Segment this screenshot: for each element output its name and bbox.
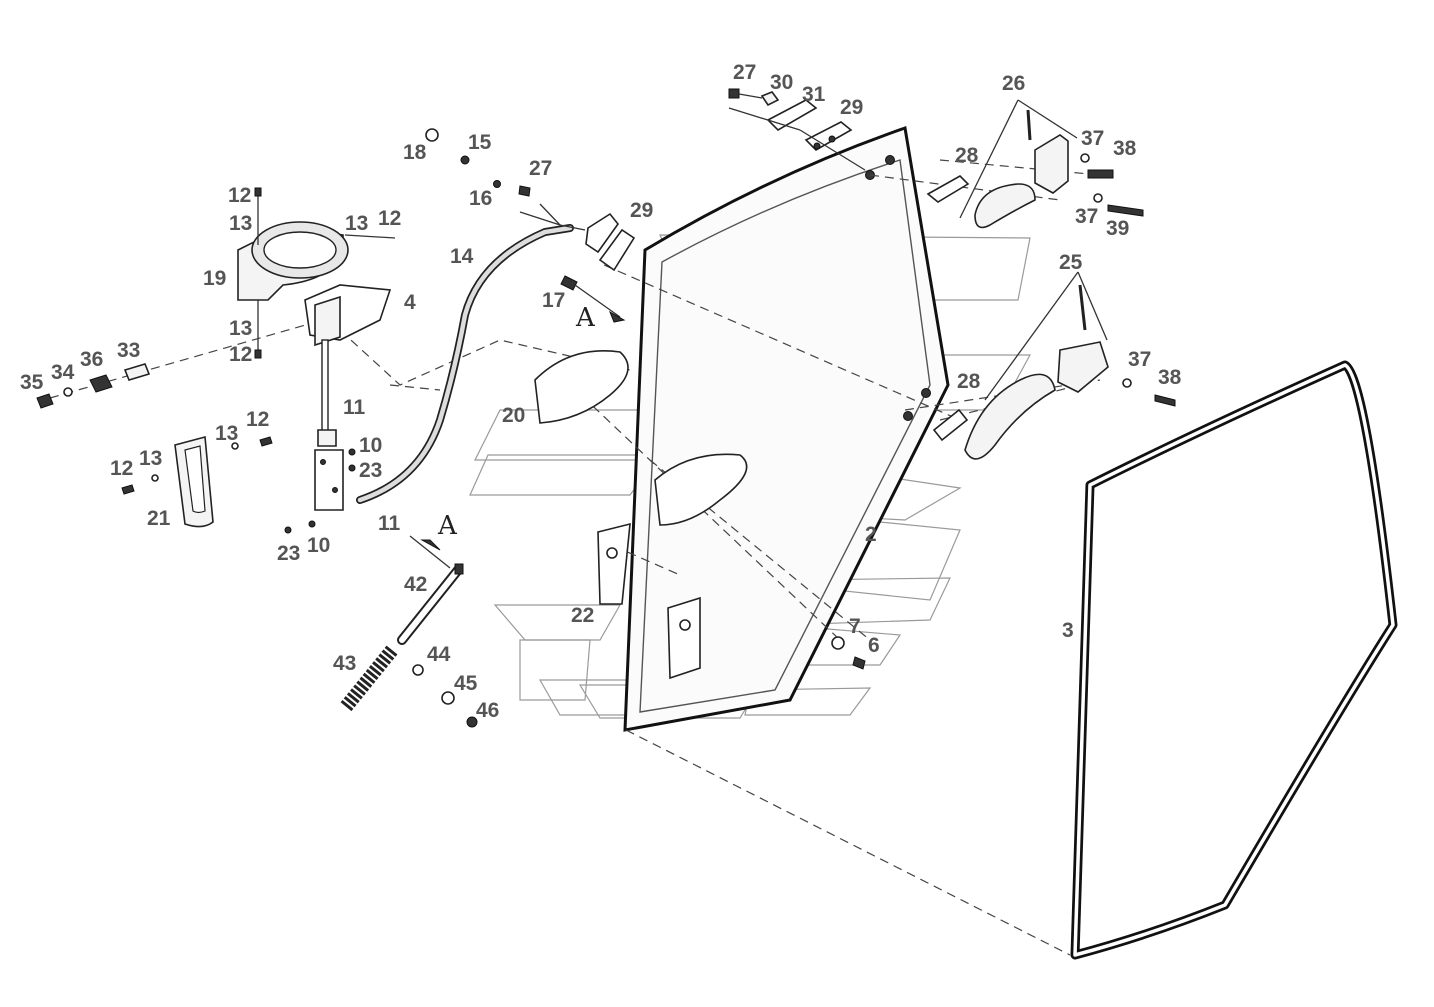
callout-label-10b: 10 bbox=[307, 534, 331, 557]
callout-label-10a: 10 bbox=[359, 434, 383, 457]
callout-label-13e: 13 bbox=[139, 447, 163, 470]
callout-label-15: 15 bbox=[468, 131, 492, 154]
callout-label-37c: 37 bbox=[1128, 348, 1152, 371]
callout-label-33: 33 bbox=[117, 339, 141, 362]
gas-strut bbox=[339, 535, 478, 728]
callout-label-25: 25 bbox=[1059, 251, 1083, 274]
callout-label-11a: 11 bbox=[343, 396, 366, 419]
callout-label-39: 39 bbox=[1106, 217, 1130, 240]
callout-label-6: 6 bbox=[868, 634, 880, 657]
callout-label-38b: 38 bbox=[1158, 366, 1182, 389]
lock-cylinder bbox=[36, 363, 151, 409]
callout-label-29a: 29 bbox=[840, 96, 864, 119]
outer-handle bbox=[121, 435, 273, 528]
section-view-marker-sec-a-top: A bbox=[576, 303, 595, 333]
door-glass-panel bbox=[623, 125, 950, 732]
callout-label-17: 17 bbox=[542, 289, 566, 312]
callout-label-29b: 29 bbox=[630, 199, 654, 222]
callout-label-14: 14 bbox=[450, 245, 474, 268]
callout-label-35: 35 bbox=[20, 371, 44, 394]
callout-label-12c: 12 bbox=[229, 343, 253, 366]
callout-label-26: 26 bbox=[1002, 72, 1026, 95]
callout-label-36: 36 bbox=[80, 348, 104, 371]
callout-label-12d: 12 bbox=[246, 408, 270, 431]
callout-label-27b: 27 bbox=[529, 157, 553, 180]
upper-hinge-bracket bbox=[728, 88, 1144, 229]
callout-label-12a: 12 bbox=[228, 184, 252, 207]
callout-label-3: 3 bbox=[1062, 619, 1074, 642]
callout-label-23a: 23 bbox=[359, 459, 383, 482]
latch-rod-assembly bbox=[284, 339, 356, 534]
callout-label-12e: 12 bbox=[110, 457, 134, 480]
dashed-leader-lines bbox=[49, 159, 1101, 956]
callout-label-7: 7 bbox=[849, 615, 861, 638]
callout-label-37b: 37 bbox=[1075, 205, 1099, 228]
callout-label-46: 46 bbox=[476, 699, 500, 722]
section-view-marker-sec-a-bottom: A bbox=[438, 511, 457, 541]
callout-label-28a: 28 bbox=[955, 144, 979, 167]
door-seal-gasket bbox=[1070, 360, 1398, 960]
inner-handle-and-lock bbox=[237, 187, 396, 359]
lower-hinge-bracket bbox=[932, 271, 1176, 460]
callout-label-13b: 13 bbox=[345, 212, 369, 235]
callout-label-21: 21 bbox=[147, 507, 171, 530]
callout-label-19: 19 bbox=[203, 267, 227, 290]
callout-label-44: 44 bbox=[427, 643, 451, 666]
callout-label-11b: 11 bbox=[378, 512, 401, 535]
callout-label-13c: 13 bbox=[229, 317, 253, 340]
callout-label-18: 18 bbox=[403, 141, 427, 164]
callout-label-42: 42 bbox=[404, 573, 428, 596]
callout-label-43: 43 bbox=[333, 652, 357, 675]
callout-label-37a: 37 bbox=[1081, 127, 1105, 150]
callout-label-13a: 13 bbox=[229, 212, 253, 235]
callout-label-4: 4 bbox=[404, 291, 416, 314]
callout-label-30: 30 bbox=[770, 71, 794, 94]
callout-label-16: 16 bbox=[469, 187, 493, 210]
callout-label-28b: 28 bbox=[957, 370, 981, 393]
callout-label-20: 20 bbox=[502, 404, 526, 427]
callout-label-23b: 23 bbox=[277, 542, 301, 565]
release-cable bbox=[356, 128, 636, 504]
callout-label-27a: 27 bbox=[733, 61, 757, 84]
callout-label-31: 31 bbox=[802, 83, 826, 106]
callout-label-45: 45 bbox=[454, 672, 478, 695]
callout-label-38a: 38 bbox=[1113, 137, 1137, 160]
glass-pads bbox=[534, 350, 866, 680]
callout-label-13d: 13 bbox=[215, 422, 239, 445]
callout-label-12b: 12 bbox=[378, 207, 402, 230]
callout-label-34: 34 bbox=[51, 361, 75, 384]
callout-label-22: 22 bbox=[571, 604, 595, 627]
callout-label-2: 2 bbox=[865, 523, 877, 546]
